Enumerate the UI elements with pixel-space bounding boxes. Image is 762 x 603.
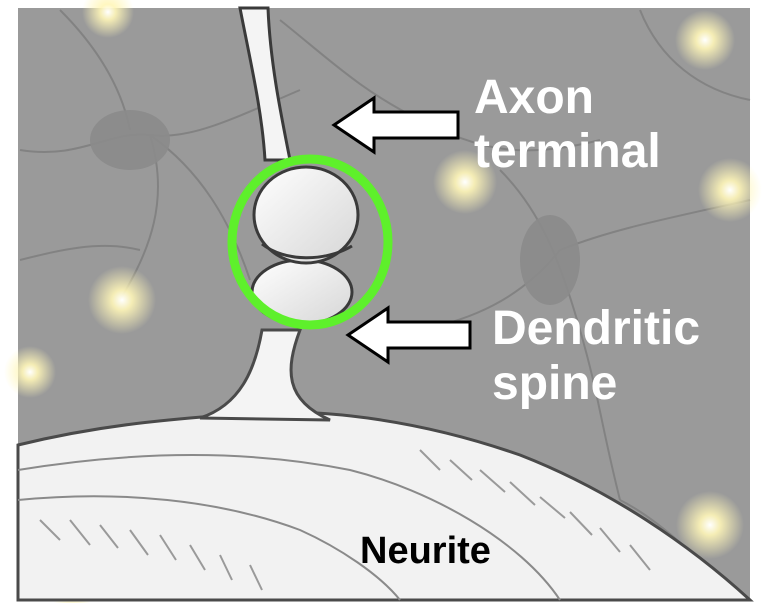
neurite-label: Neurite [360,532,491,570]
dendritic-spine-label-line2: spine [492,360,617,408]
axon-terminal-label-line2: terminal [474,128,661,176]
dendritic-spine-label-line1: Dendritic [492,305,700,353]
axon-terminal-label-line1: Axon [474,74,594,122]
